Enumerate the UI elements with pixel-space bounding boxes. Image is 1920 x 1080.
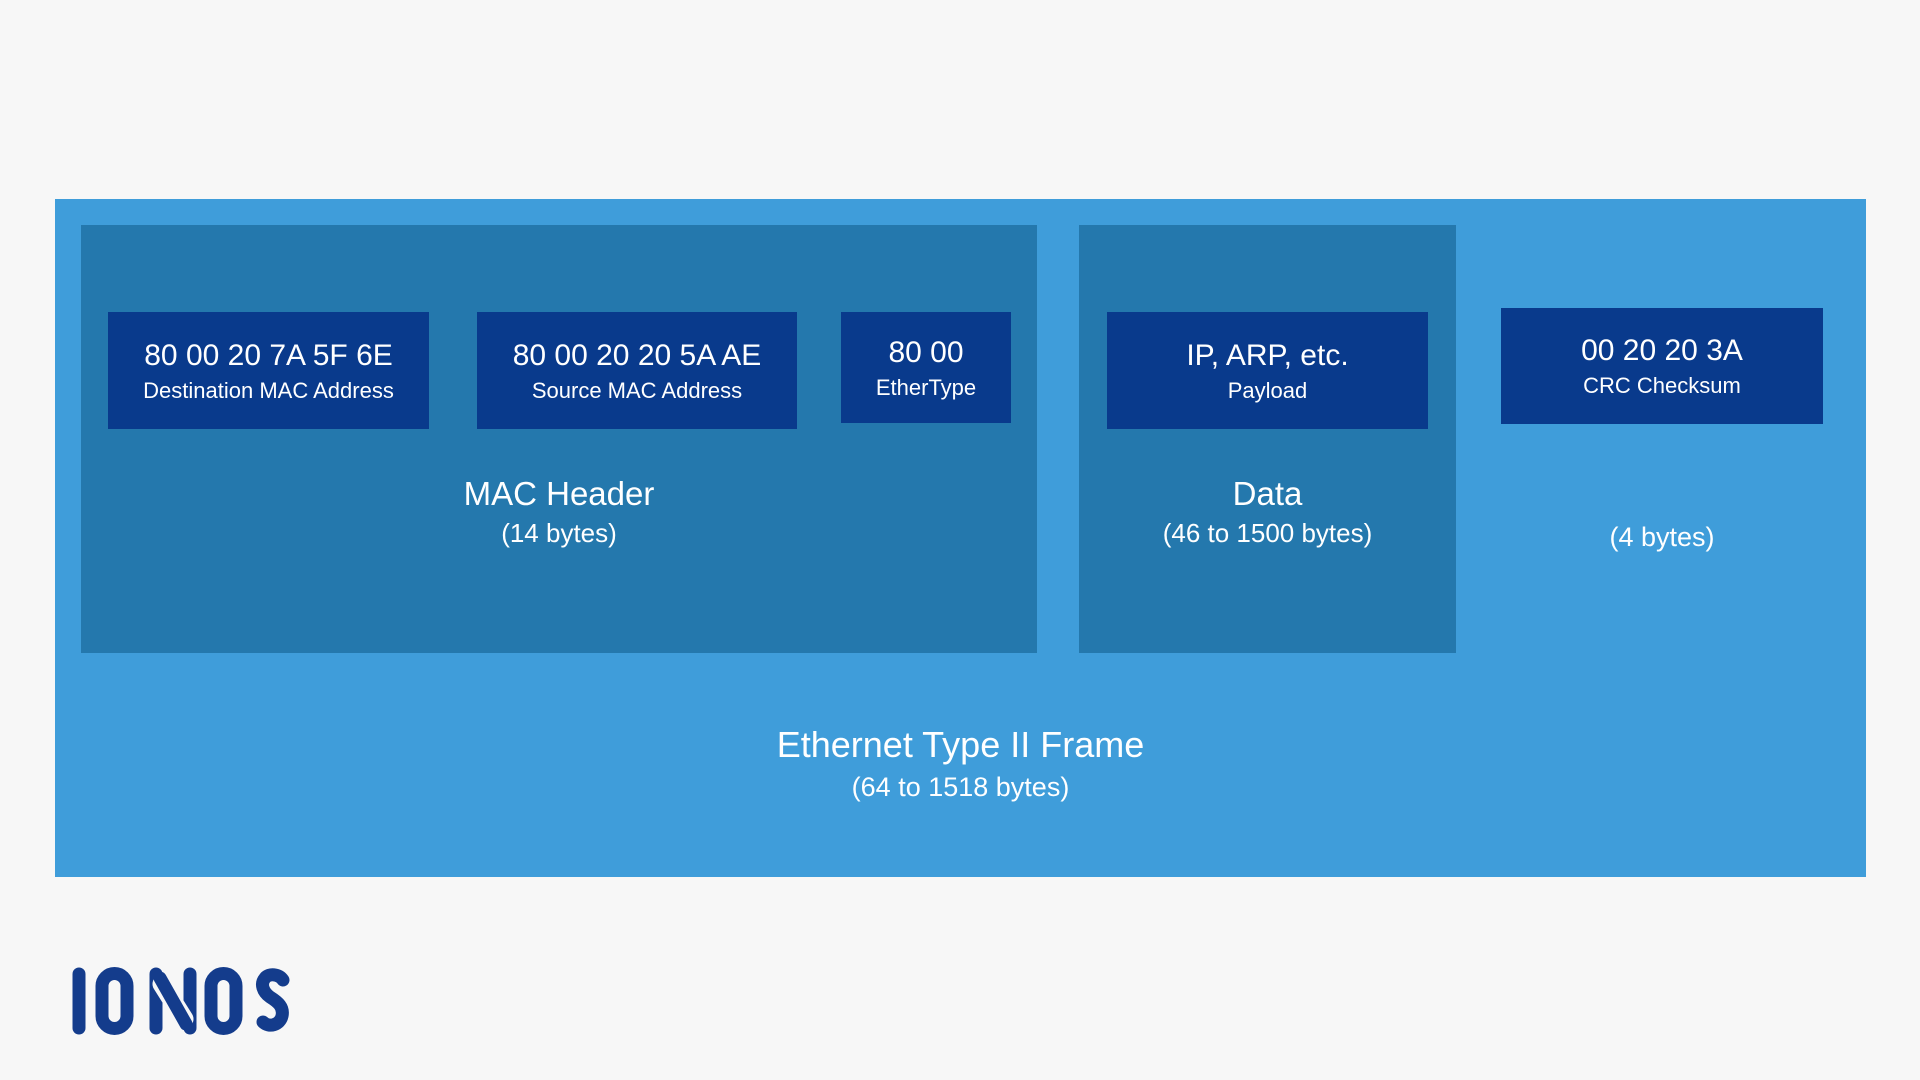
ionos-logo xyxy=(70,963,300,1039)
destination-mac-value: 80 00 20 7A 5F 6E xyxy=(144,338,393,372)
ethertype-label: EtherType xyxy=(875,374,977,400)
payload-box: IP, ARP, etc. Payload xyxy=(1107,312,1428,429)
ethernet-frame-caption: Ethernet Type II Frame (64 to 1518 bytes… xyxy=(55,722,1866,806)
ethernet-frame-bytes: (64 to 1518 bytes) xyxy=(851,772,1070,802)
payload-label: Payload xyxy=(1227,377,1308,403)
crc-checksum-box: 00 20 20 3A CRC Checksum xyxy=(1501,308,1823,424)
ethernet-frame: 80 00 20 7A 5F 6E Destination MAC Addres… xyxy=(55,199,1866,877)
ionos-logo-icon xyxy=(72,967,290,1035)
source-mac-label: Source MAC Address xyxy=(531,377,743,403)
crc-value: 00 20 20 3A xyxy=(1581,334,1743,367)
data-title: Data xyxy=(1232,475,1303,512)
data-bytes: (46 to 1500 bytes) xyxy=(1162,518,1373,548)
data-section: IP, ARP, etc. Payload Data (46 to 1500 b… xyxy=(1079,225,1456,653)
ethertype-box: 80 00 EtherType xyxy=(841,312,1011,423)
crc-label: CRC Checksum xyxy=(1583,373,1741,398)
mac-header-title: MAC Header xyxy=(463,475,655,512)
destination-mac-box: 80 00 20 7A 5F 6E Destination MAC Addres… xyxy=(108,312,429,429)
mac-header-bytes: (14 bytes) xyxy=(501,518,617,548)
source-mac-box: 80 00 20 20 5A AE Source MAC Address xyxy=(477,312,797,429)
destination-mac-label: Destination MAC Address xyxy=(143,377,394,403)
source-mac-value: 80 00 20 20 5A AE xyxy=(512,338,762,372)
crc-bytes: (4 bytes) xyxy=(1609,522,1715,552)
ethertype-value: 80 00 xyxy=(888,335,964,369)
payload-value: IP, ARP, etc. xyxy=(1186,338,1349,372)
ethernet-frame-title: Ethernet Type II Frame xyxy=(776,724,1145,765)
mac-header-section: 80 00 20 7A 5F 6E Destination MAC Addres… xyxy=(81,225,1037,653)
mac-header-caption: MAC Header (14 bytes) xyxy=(81,473,1037,551)
data-caption: Data (46 to 1500 bytes) xyxy=(1079,473,1456,551)
